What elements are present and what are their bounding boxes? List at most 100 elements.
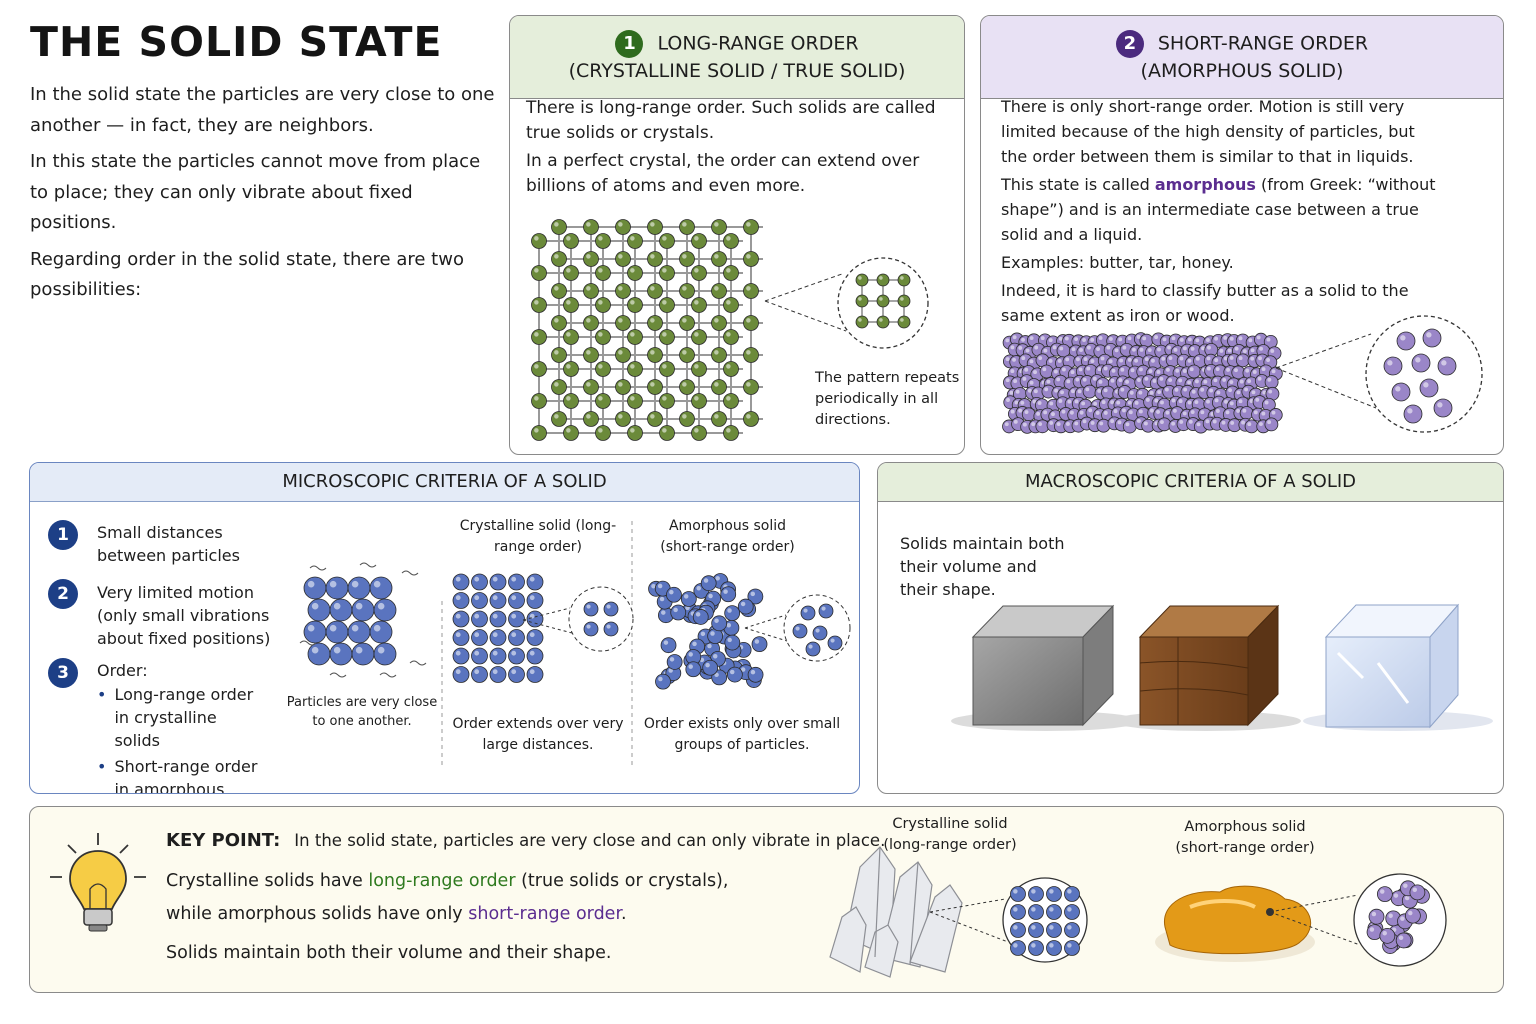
lattice-atom	[743, 411, 759, 427]
amorphous-particle	[711, 615, 728, 632]
crystal-particle	[508, 610, 525, 628]
zoom-particle	[603, 601, 619, 617]
particle-highlight	[1067, 907, 1072, 912]
particle-highlight	[492, 613, 498, 619]
particle-highlight	[1074, 421, 1079, 426]
particle-highlight	[1179, 356, 1184, 361]
amorphous-particle	[1139, 333, 1154, 348]
zoom-line	[1269, 894, 1359, 913]
particle-highlight	[1398, 935, 1404, 941]
amorphous-particle	[1264, 417, 1279, 432]
particle-highlight	[1160, 420, 1164, 424]
particle-highlight	[554, 286, 559, 291]
crystal-particle	[508, 647, 525, 665]
particle-highlight	[669, 589, 674, 595]
particle-highlight	[1128, 410, 1133, 415]
particle-highlight	[858, 276, 862, 280]
particle-highlight	[455, 595, 461, 601]
particle-highlight	[682, 318, 687, 323]
particle-highlight	[1156, 370, 1161, 374]
particle-highlight	[586, 286, 591, 291]
particle-highlight	[708, 593, 713, 599]
particle-highlight	[1134, 400, 1139, 405]
particle-highlight	[750, 669, 756, 675]
particle-highlight	[1157, 390, 1162, 395]
lattice-atom	[711, 379, 727, 395]
particle-highlight	[1152, 378, 1157, 383]
text-fragment: (from Greek: “without shape”) and is an …	[1001, 175, 1436, 244]
amorphous-particle	[666, 654, 683, 670]
particle-highlight	[1037, 401, 1042, 405]
particle-highlight	[1067, 925, 1072, 930]
particle-highlight	[1013, 925, 1018, 930]
particle-highlight	[1230, 420, 1235, 425]
particle-highlight	[1049, 401, 1054, 406]
particle-highlight	[1412, 887, 1418, 892]
number-badge-1: 1	[615, 30, 644, 58]
amorphous-particle	[655, 673, 671, 690]
zoom-line	[744, 627, 788, 642]
particle-highlight	[900, 318, 904, 322]
particle-highlight	[714, 382, 719, 387]
particle-highlight	[694, 396, 699, 401]
amorphous-caption: Order exists only over small groups of p…	[643, 716, 841, 753]
particle-highlight	[618, 254, 623, 259]
particle-highlight	[554, 318, 559, 323]
lattice-atom	[679, 251, 695, 267]
zoom-particle	[1396, 331, 1416, 351]
short-range-highlight: short-range order	[468, 904, 622, 924]
crystal-particle	[1010, 940, 1026, 956]
particle-highlight	[529, 595, 535, 601]
intro-paragraph-1: In the solid state the particles are ver…	[30, 84, 495, 136]
particle-highlight	[529, 669, 535, 675]
criterion-1-text: Small distances between particles	[97, 523, 240, 565]
particle-highlight	[1182, 411, 1187, 416]
crystal-particle	[1010, 886, 1026, 902]
vibration-caption: Particles are very close to one another.	[286, 695, 438, 729]
particle-highlight	[1021, 337, 1025, 342]
particle-highlight	[1098, 336, 1103, 340]
particle-highlight	[1267, 420, 1272, 425]
key-line-4: Solids maintain both their volume and th…	[166, 943, 612, 963]
particle-highlight	[694, 332, 699, 337]
lattice-atom	[691, 233, 707, 249]
crystal-particle	[1064, 940, 1080, 956]
particle-highlight	[1022, 376, 1027, 381]
particle-highlight	[1103, 366, 1108, 371]
particle-highlight	[1205, 419, 1210, 424]
order-list: •Long-range order in crystalline solids …	[97, 683, 267, 793]
crystal-particle	[1064, 886, 1080, 902]
particle-highlight	[1255, 397, 1260, 402]
lattice-atom	[583, 219, 599, 235]
amorphous-particle	[1376, 886, 1393, 903]
lattice-atom	[595, 361, 611, 377]
particle-highlight	[1018, 408, 1023, 413]
crystal-particle	[526, 647, 544, 665]
lattice-atom	[551, 411, 567, 427]
particle-highlight	[534, 332, 539, 337]
particle-highlight	[1207, 345, 1211, 350]
short-range-text-1: There is only short-range order. Motion …	[1001, 97, 1415, 166]
particle-highlight	[1236, 408, 1241, 413]
particle-highlight	[1223, 335, 1228, 340]
particle-highlight	[746, 222, 751, 227]
particle-highlight	[669, 657, 675, 662]
crystal-particle	[452, 629, 470, 646]
particle-highlight	[1223, 356, 1228, 361]
particle-highlight	[1144, 376, 1149, 381]
particle-highlight	[630, 268, 635, 273]
macro-criteria-title: MACROSCOPIC CRITERIA OF A SOLID	[878, 463, 1503, 502]
particle-highlight	[1010, 345, 1015, 350]
particle-highlight	[1053, 369, 1058, 374]
particle-highlight	[1404, 895, 1410, 901]
particle-highlight	[1031, 907, 1036, 912]
particle-highlight	[662, 428, 667, 433]
particle-highlight	[1395, 386, 1401, 392]
particle-highlight	[1060, 390, 1065, 395]
particle-highlight	[586, 382, 591, 387]
particle-highlight	[1241, 420, 1246, 425]
particle-highlight	[726, 428, 731, 433]
lattice-atom	[659, 297, 675, 313]
particle-highlight	[658, 676, 663, 682]
